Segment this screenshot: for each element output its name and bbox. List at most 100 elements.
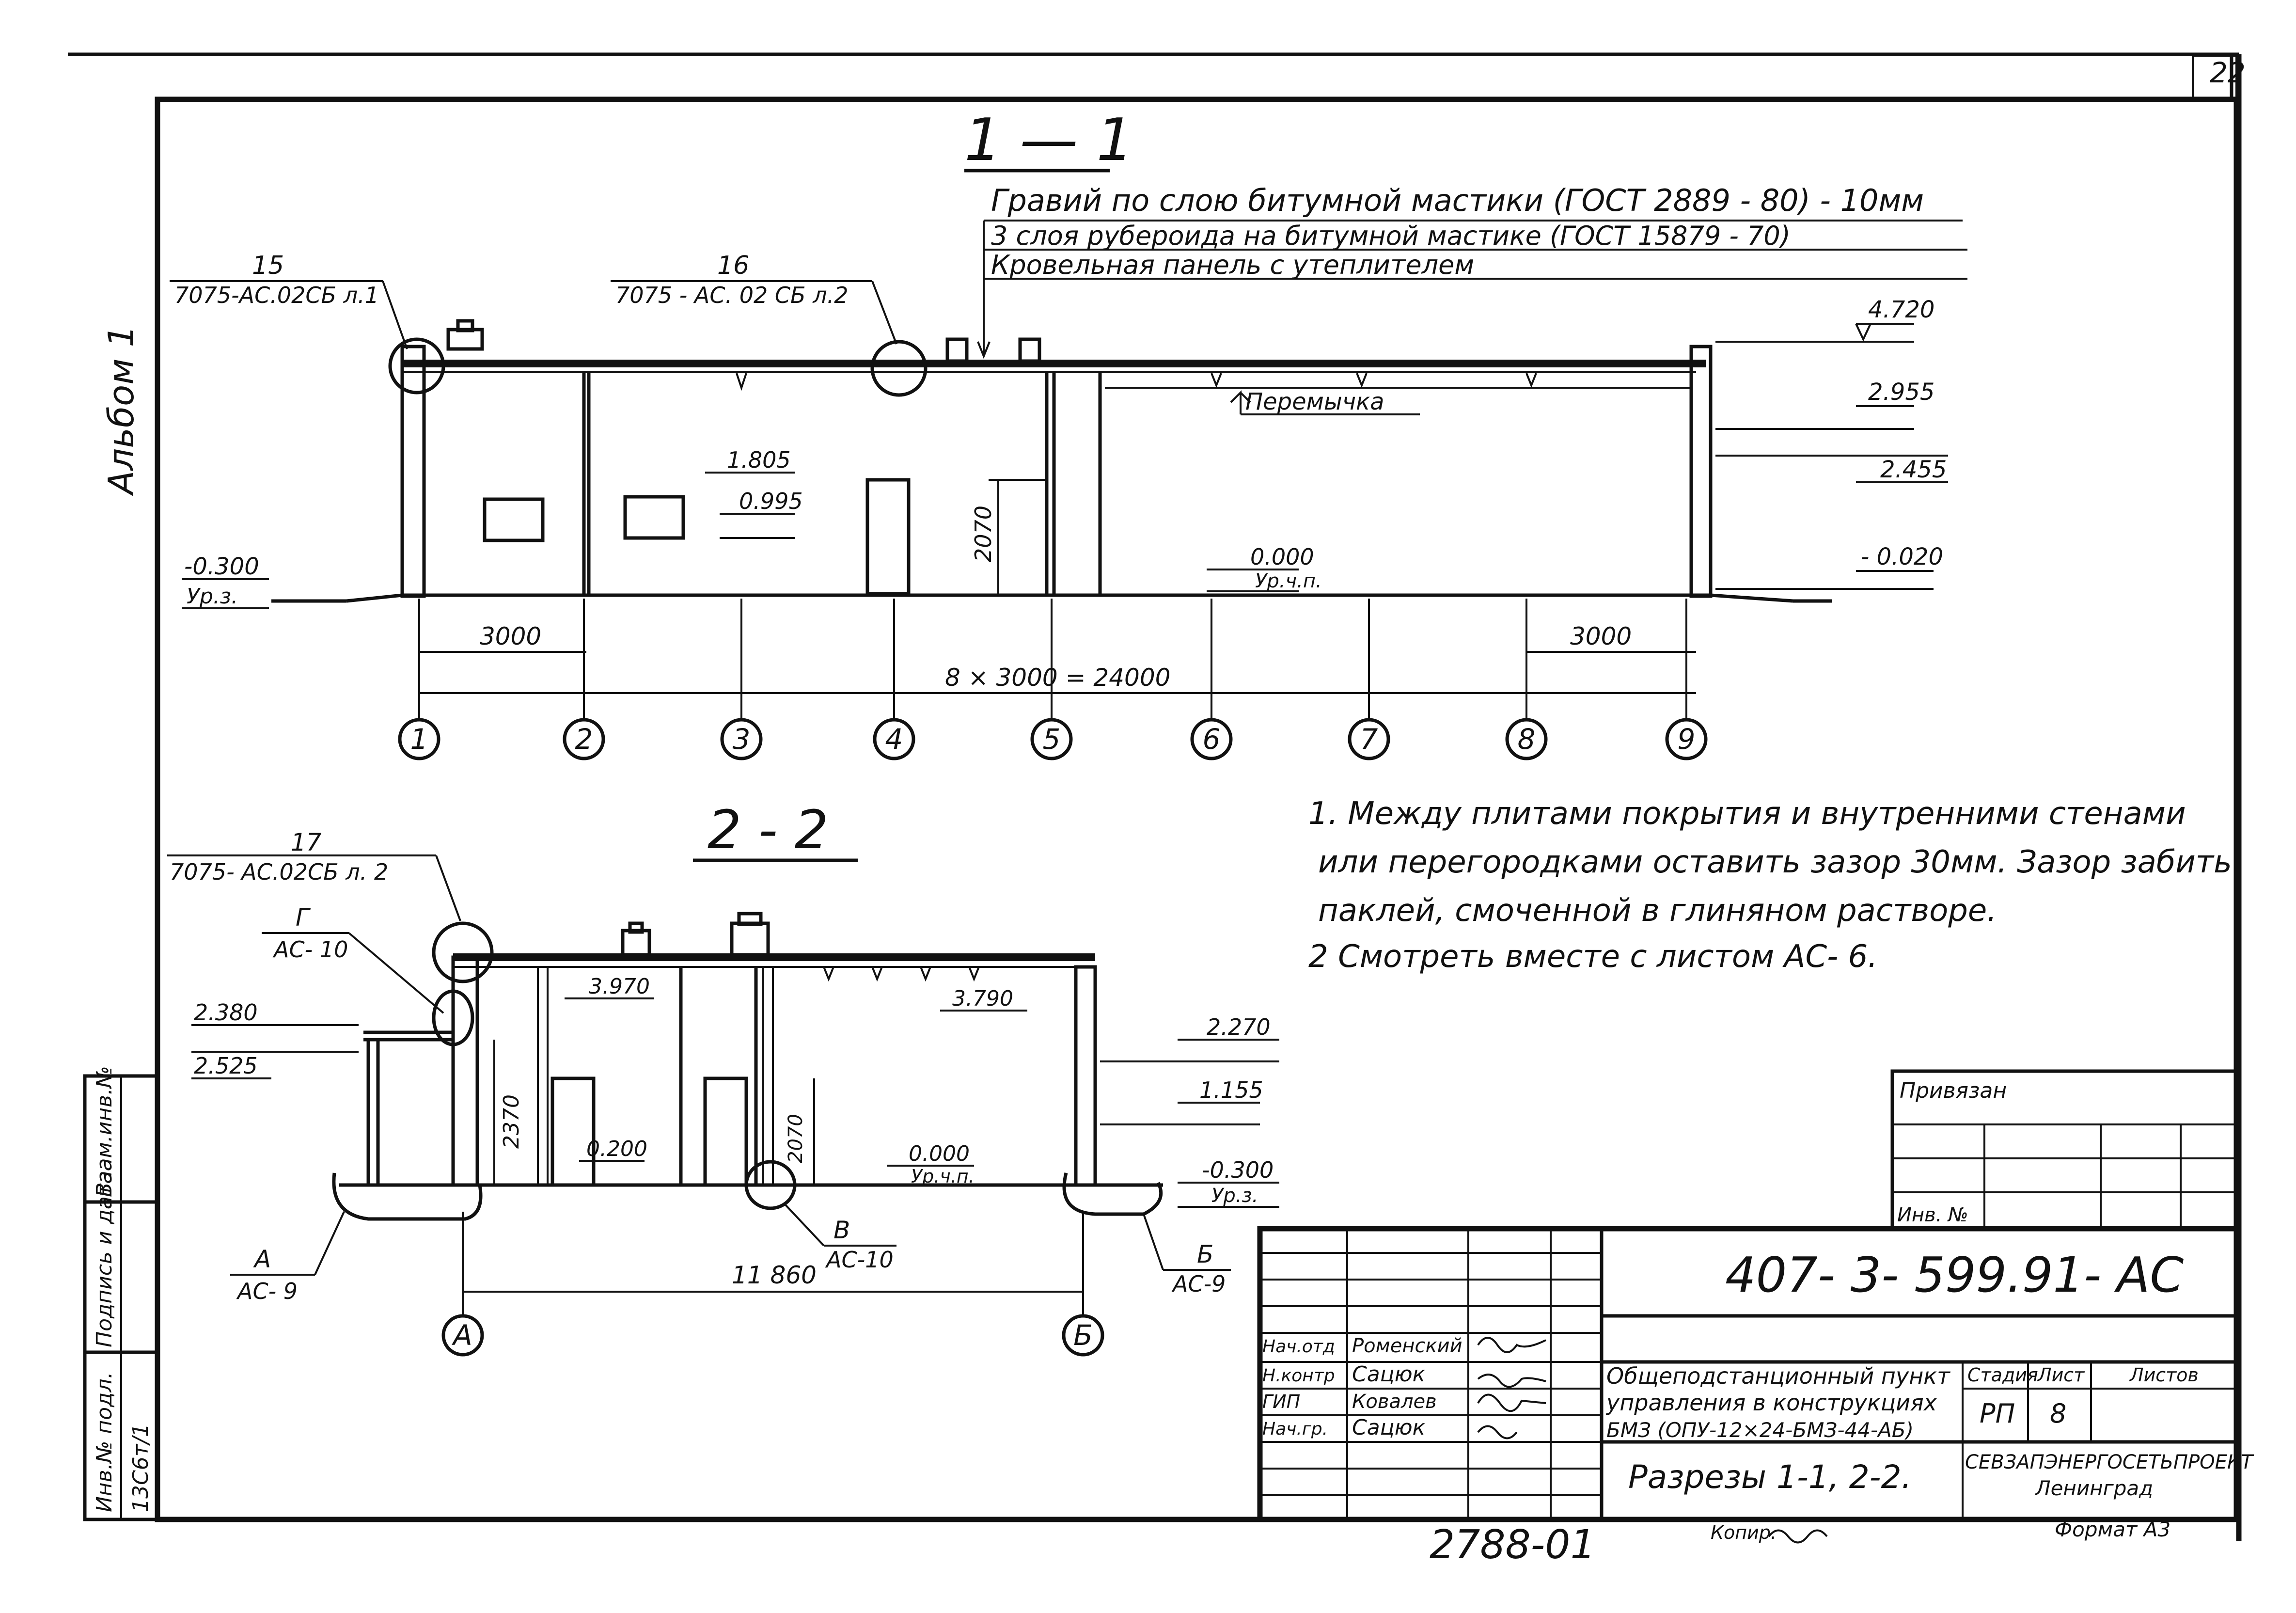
album-label: Альбом 1 bbox=[101, 325, 142, 496]
axis-22-b-label: Б bbox=[1073, 1319, 1093, 1352]
privyazan-label: Привязан bbox=[1900, 1078, 2007, 1103]
elev-m0300-label: Ур.з. bbox=[187, 584, 238, 609]
axis-3-label: 3 bbox=[733, 723, 751, 756]
tb-name-1: Роменский bbox=[1352, 1335, 1463, 1357]
org-line-1: СЕВЗАПЭНЕРГОСЕТЬПРОЕКТ bbox=[1965, 1451, 2254, 1473]
peremychka-label: Перемычка bbox=[1245, 388, 1384, 415]
sheets-label: Листов bbox=[2129, 1364, 2199, 1386]
callout-b-num: Б bbox=[1197, 1240, 1213, 1268]
drawing-title: Разрезы 1-1, 2-2. bbox=[1628, 1458, 1912, 1496]
callout-15-num: 15 bbox=[252, 251, 284, 280]
note-line-4: 2 Смотреть вместе с листом АС- 6. bbox=[1308, 939, 1878, 975]
title-block: 407- 3- 599.91- АС Нач.отд Роменский Н.к… bbox=[1257, 1226, 2254, 1522]
side-stamp-vzam: Взам.инв.№ bbox=[92, 1066, 117, 1197]
elev-2955: 2.955 bbox=[1868, 379, 1934, 406]
elev-m0020: - 0.020 bbox=[1861, 543, 1943, 570]
note-line-3: паклей, смоченной в глиняном растворе. bbox=[1318, 893, 1997, 929]
elev-0200: 0.200 bbox=[586, 1137, 647, 1161]
callout-a-ref: АС- 9 bbox=[236, 1278, 298, 1304]
axis-7-label: 7 bbox=[1360, 723, 1378, 756]
dim-2370: 2370 bbox=[499, 1094, 524, 1149]
note-line-1: 1. Между плитами покрытия и внутренними … bbox=[1308, 796, 2186, 832]
dim-2070: 2070 bbox=[970, 506, 996, 562]
side-stamp-inv-value: 13С6т/1 bbox=[128, 1423, 153, 1512]
section-1-1-title: 1 — 1 bbox=[964, 107, 1133, 174]
dim-11860: 11 860 bbox=[732, 1261, 817, 1289]
elev-0000-22: 0.000 bbox=[909, 1141, 970, 1166]
footer-copy: Копир. bbox=[1711, 1522, 1777, 1543]
elev-0995: 0.995 bbox=[739, 488, 803, 514]
callout-16-ref: 7075 - АС. 02 СБ л.2 bbox=[615, 282, 848, 308]
axis-4-circle bbox=[873, 718, 915, 760]
axis-7-circle bbox=[1348, 718, 1390, 760]
roof-layer-3: Кровельная панель с утеплителем bbox=[991, 250, 1474, 280]
callout-16-num: 16 bbox=[717, 251, 749, 280]
callout-15-ref: 7075-АС.02СБ л.1 bbox=[174, 282, 379, 308]
footer-number: 2788-01 bbox=[1430, 1522, 1596, 1568]
elev-m0300-22-label: Ур.з. bbox=[1211, 1185, 1258, 1207]
axis-9-circle bbox=[1665, 718, 1708, 760]
section-2-2-title: 2 - 2 bbox=[708, 799, 829, 861]
callout-v-num: В bbox=[833, 1216, 850, 1244]
general-notes: 1. Между плитами покрытия и внутренними … bbox=[1308, 796, 2232, 975]
note-line-2: или перегородками оставить зазор 30мм. З… bbox=[1318, 844, 2232, 880]
tb-name-4: Сацюк bbox=[1352, 1415, 1426, 1440]
elev-2525: 2.525 bbox=[194, 1053, 258, 1079]
section-1-1: 1 — 1 Гравий по слою битумной мастики (Г… bbox=[170, 107, 1967, 694]
elev-0000: 0.000 bbox=[1250, 544, 1314, 570]
elev-0000-22-label: Ур.ч.п. bbox=[911, 1166, 975, 1187]
org-line-2: Ленинград bbox=[2034, 1476, 2153, 1500]
sheet-number: 22 bbox=[2210, 56, 2246, 89]
tb-role-2: Н.контр bbox=[1262, 1366, 1335, 1386]
project-title-1: Общеподстанционный пункт bbox=[1606, 1363, 1950, 1389]
tb-role-1: Нач.отд bbox=[1262, 1337, 1335, 1357]
elev-m0300-22: -0.300 bbox=[1202, 1157, 1274, 1183]
tb-role-3: ГИП bbox=[1262, 1391, 1300, 1412]
callout-a-num: А bbox=[253, 1245, 271, 1273]
project-title-3: БМЗ (ОПУ-12×24-БМЗ-44-АБ) bbox=[1606, 1418, 1914, 1442]
elev-m0300: -0.300 bbox=[184, 553, 259, 580]
axis-6-circle bbox=[1190, 718, 1233, 760]
axis-5-circle bbox=[1030, 718, 1073, 760]
tb-role-4: Нач.гр. bbox=[1262, 1419, 1328, 1439]
sheet-value: 8 bbox=[2050, 1398, 2066, 1429]
side-stamp-inv-podl: Инв.№ подл. bbox=[92, 1372, 117, 1512]
callout-g-ref: АС- 10 bbox=[272, 936, 348, 963]
axis-5-label: 5 bbox=[1043, 723, 1061, 756]
axis-1-label: 1 bbox=[410, 723, 428, 756]
project-title-2: управления в конструкциях bbox=[1605, 1390, 1937, 1416]
stage-value: РП bbox=[1980, 1398, 2015, 1429]
privyazan-box: Привязан Инв. № bbox=[1890, 1069, 2238, 1231]
callout-g-num: Г bbox=[296, 903, 311, 932]
axis-4-label: 4 bbox=[885, 723, 903, 756]
axis-2-circle bbox=[563, 718, 605, 760]
roof-layer-2: 3 слоя рубероида на битумной мастике (ГО… bbox=[991, 221, 1791, 251]
elev-4720: 4.720 bbox=[1868, 296, 1934, 323]
callout-17-num: 17 bbox=[291, 828, 322, 856]
axis-6-label: 6 bbox=[1203, 723, 1221, 756]
elev-2380: 2.380 bbox=[194, 999, 258, 1026]
stage-label: Стадия bbox=[1967, 1364, 2038, 1386]
axis-8-label: 8 bbox=[1518, 723, 1536, 756]
axis-1-circle bbox=[398, 718, 440, 760]
footer-format: Формат А3 bbox=[2055, 1518, 2170, 1541]
axis-8-circle bbox=[1505, 718, 1548, 760]
axis-22-b-circle bbox=[1062, 1314, 1104, 1357]
elev-3970: 3.970 bbox=[589, 974, 650, 999]
dim-2070-22: 2070 bbox=[785, 1114, 807, 1163]
elev-2455: 2.455 bbox=[1880, 456, 1947, 483]
elev-2270: 2.270 bbox=[1207, 1014, 1271, 1040]
doc-code: 407- 3- 599.91- АС bbox=[1725, 1247, 2184, 1303]
inv-number-label: Инв. № bbox=[1897, 1204, 1968, 1226]
axis-3-circle bbox=[720, 718, 763, 760]
side-stamp: Взам.инв.№ Подпись и дата Инв.№ подл. 13… bbox=[83, 1066, 159, 1521]
roof-layer-1: Гравий по слою битумной мастики (ГОСТ 28… bbox=[991, 183, 1924, 218]
section-2-2: 2 - 2 17 7075- АС.02СБ л. 2 Г АС- 10 bbox=[167, 799, 1279, 1309]
side-stamp-podpis: Подпись и дата bbox=[92, 1171, 117, 1347]
dim-3000-left: 3000 bbox=[480, 622, 541, 650]
callout-b-ref: АС-9 bbox=[1171, 1271, 1226, 1297]
